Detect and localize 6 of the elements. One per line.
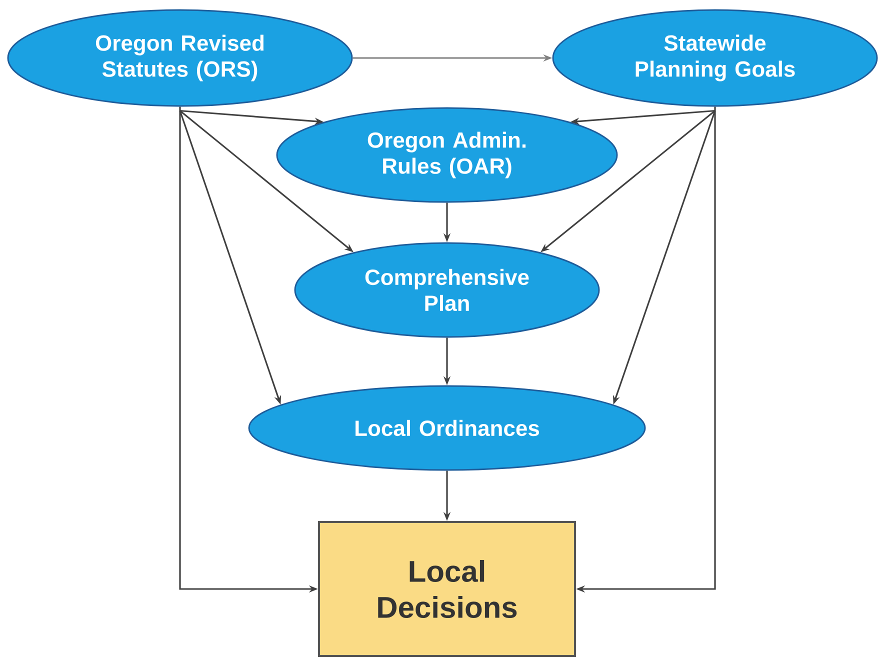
oval-node: Oregon Admin. Rules (OAR) [276, 107, 618, 203]
oval-node: Oregon Revised Statutes (ORS) [7, 9, 353, 107]
decision-box: Local Decisions [318, 521, 576, 657]
oval-node: Comprehensive Plan [294, 242, 600, 338]
oval-node: Local Ordinances [248, 385, 646, 471]
oval-node: Statewide Planning Goals [552, 9, 878, 107]
